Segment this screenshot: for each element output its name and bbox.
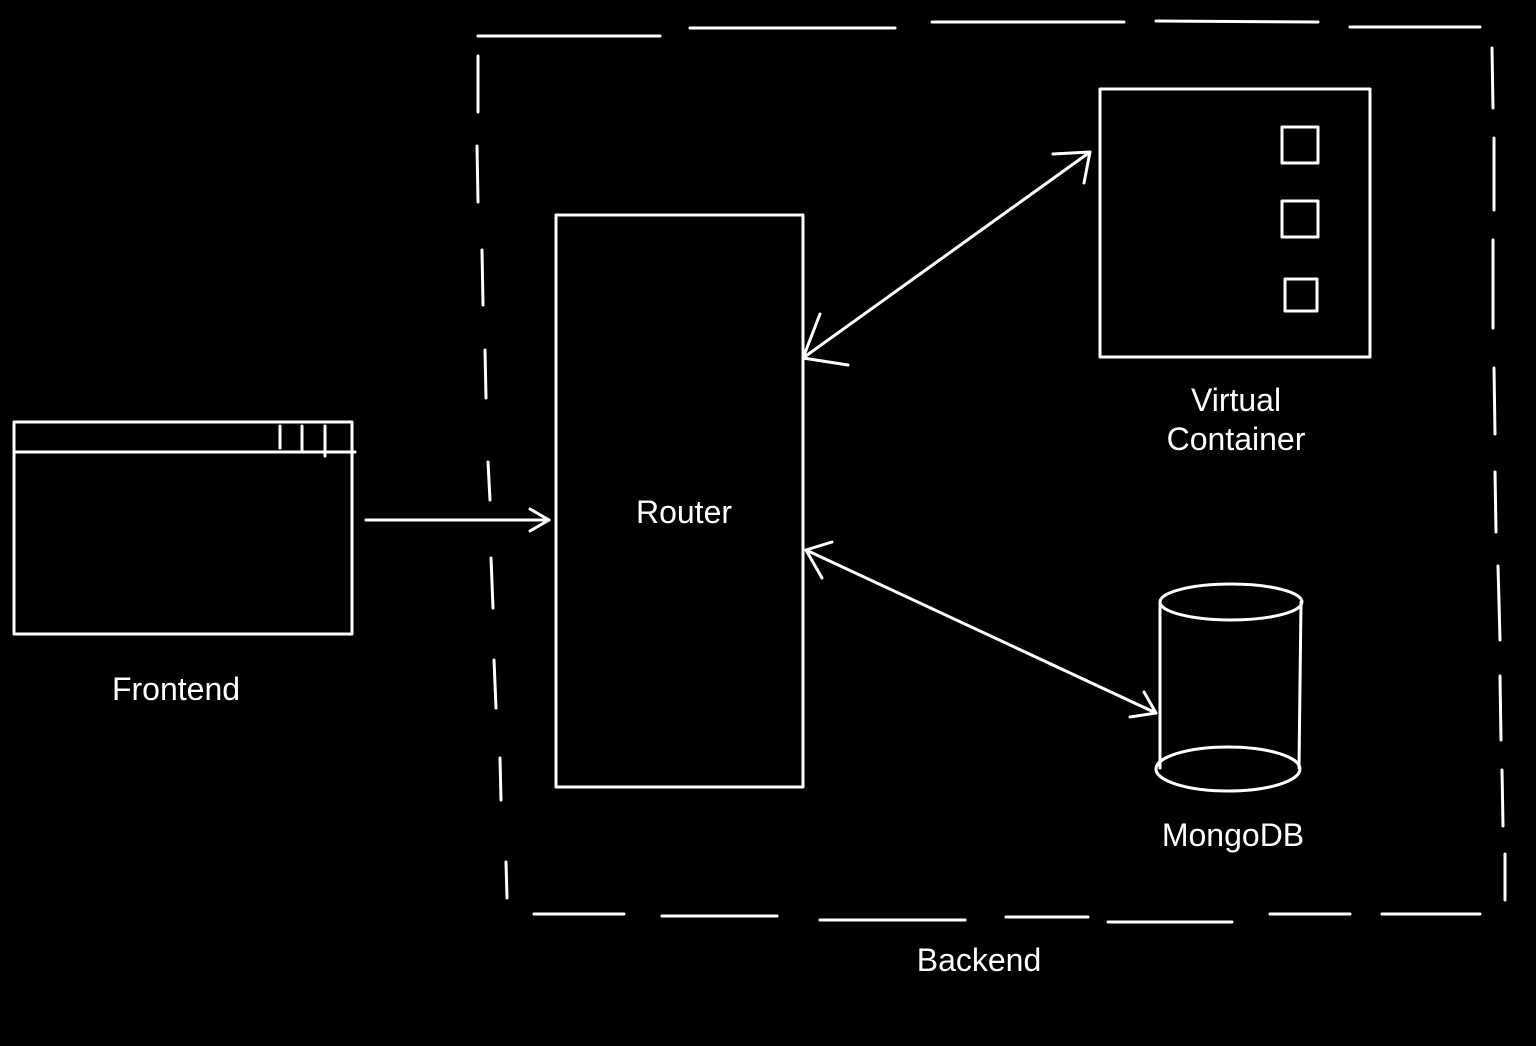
arrowhead (528, 507, 551, 533)
container-slot-square (1280, 199, 1320, 239)
frontend-label: Frontend (111, 671, 241, 707)
container-slot-square (1283, 277, 1319, 313)
virtual-container-label: Virtual Container (1126, 381, 1346, 459)
frontend-window-icon (12, 420, 357, 636)
arrowhead (801, 312, 850, 367)
virtual-container-label-line-1: Virtual (1190, 382, 1282, 418)
arrowhead (1051, 150, 1092, 185)
frontend-window-frame (12, 420, 354, 636)
edge-router-mongodb (804, 540, 1158, 719)
edge-router-virtual-container (801, 150, 1092, 367)
backend-group-boundary (475, 19, 1507, 924)
router-box (554, 213, 805, 789)
arrowhead (1128, 690, 1158, 719)
backend-group-label: Backend (916, 942, 1042, 978)
edge-frontend-to-router (364, 507, 551, 533)
database-cylinder-icon (1154, 582, 1304, 793)
virtual-container-icon (1098, 87, 1372, 359)
virtual-container-label-line-2: Container (1166, 421, 1306, 457)
router-label: Router (635, 494, 733, 530)
cylinder-top (1158, 582, 1304, 622)
virtual-container-box (1098, 87, 1372, 359)
container-slot-square (1280, 125, 1320, 165)
cylinder-bottom (1154, 745, 1302, 793)
arrowhead (804, 540, 834, 580)
mongodb-label: MongoDB (1161, 817, 1305, 853)
